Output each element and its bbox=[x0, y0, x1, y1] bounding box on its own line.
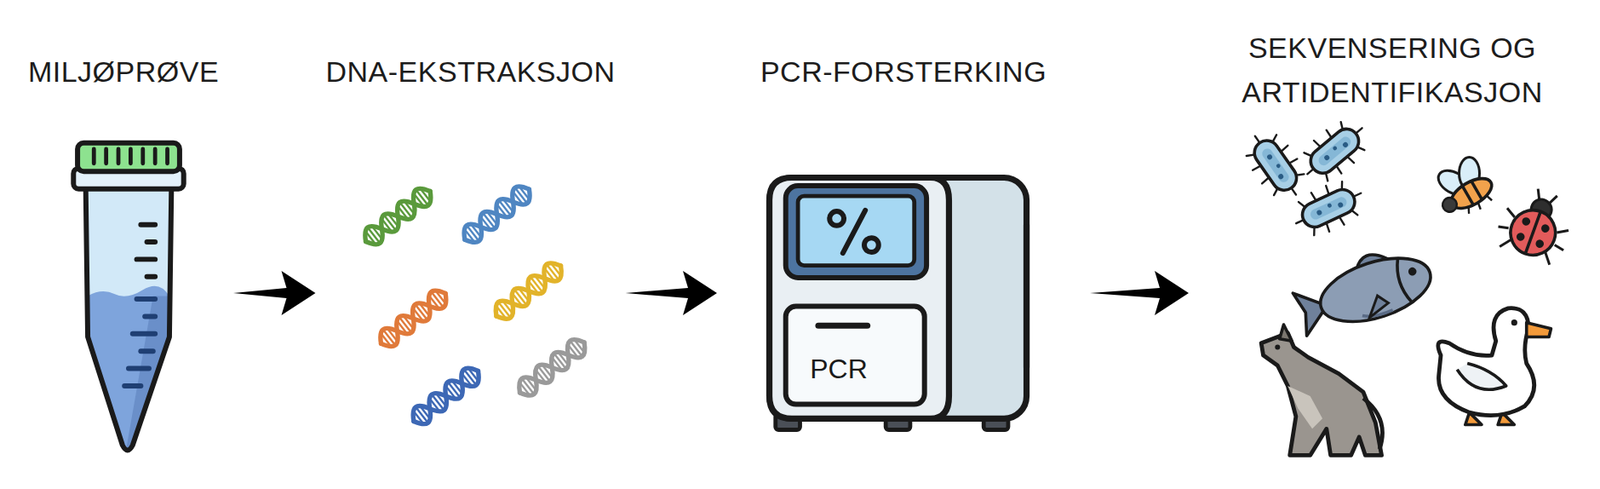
stage-node: DNA-EKSTRAKSJON bbox=[319, 17, 623, 469]
stage-heading: MILJØPRØVE bbox=[28, 54, 219, 90]
stage-heading: SEKVENSERING OG ARTIDENTIFIKASJON bbox=[1204, 25, 1580, 115]
ladybug bbox=[1491, 180, 1581, 268]
stage-heading: PCR-FORSTERKING bbox=[760, 54, 1047, 90]
dna-helices bbox=[359, 181, 591, 430]
stage-heading: DNA-EKSTRAKSJON bbox=[326, 54, 616, 90]
duck bbox=[1438, 308, 1552, 425]
device-label: PCR bbox=[809, 354, 868, 385]
bee bbox=[1425, 148, 1503, 225]
sample-tube bbox=[73, 143, 184, 451]
fish bbox=[1289, 238, 1440, 341]
stage-node: SEKVENSERING OG ARTIDENTIFIKASJON bbox=[1192, 17, 1593, 469]
flow-arrow bbox=[233, 270, 316, 316]
flow-arrow bbox=[1089, 270, 1189, 316]
flow-arrow bbox=[625, 270, 718, 316]
percent-symbol bbox=[829, 210, 879, 253]
organisms bbox=[1237, 111, 1581, 455]
pcr-machine bbox=[769, 177, 1027, 431]
stage-node: PCR-FORSTERKING PCR bbox=[720, 17, 1087, 469]
wolf bbox=[1261, 324, 1383, 455]
stage-node: MILJØPRØVE bbox=[17, 17, 230, 469]
